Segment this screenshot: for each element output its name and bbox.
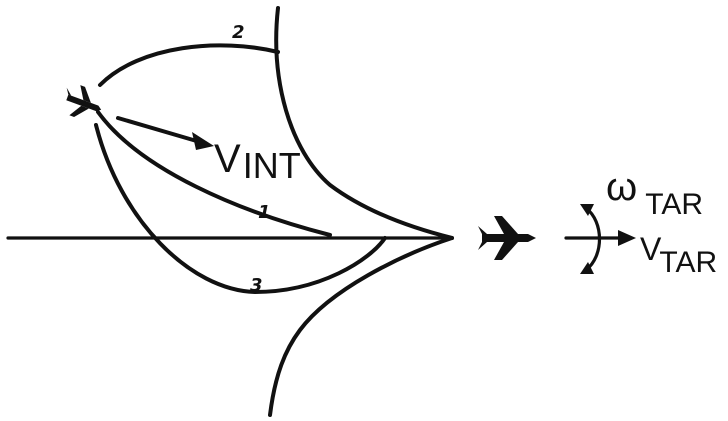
curve-2-label: 2 [232, 22, 245, 43]
curve-3-label: 3 [250, 275, 263, 296]
boundary-lower-branch [268, 236, 454, 417]
boundary-upper-branch [274, 6, 454, 240]
curve-1-label: 1 [258, 202, 271, 223]
v-int-label: VINT [214, 137, 301, 186]
trajectory-1 [96, 110, 332, 237]
interceptor-aircraft-icon [66, 85, 102, 117]
interceptor-velocity-arrow [116, 116, 214, 150]
target-aircraft-icon [478, 216, 536, 260]
v-tar-label: VTAR [640, 231, 717, 279]
trajectory-3 [94, 123, 387, 294]
target-rotation-arc-icon [580, 204, 601, 274]
target-velocity-arrow [564, 230, 636, 246]
trajectory-2 [98, 43, 280, 87]
